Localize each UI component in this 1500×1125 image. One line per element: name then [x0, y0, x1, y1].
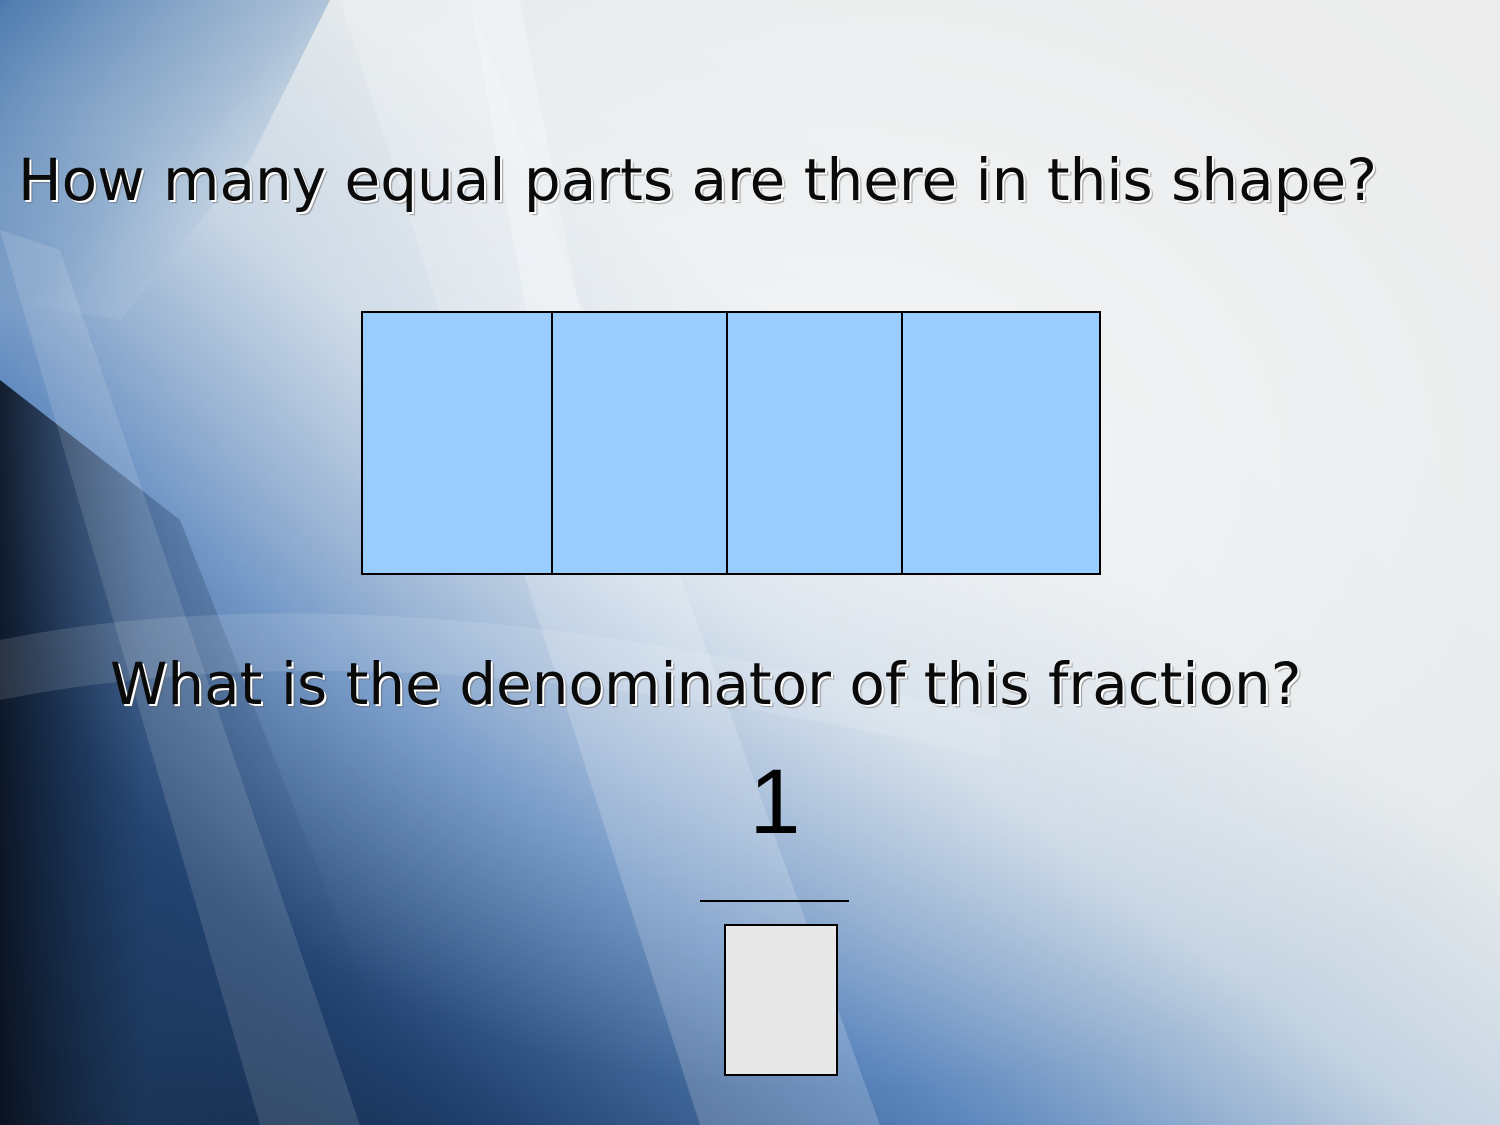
- shape-part: [551, 313, 726, 573]
- divided-rectangle: [361, 311, 1101, 575]
- shape-part: [901, 313, 1099, 573]
- shape-part: [363, 313, 551, 573]
- denominator-answer-box[interactable]: [724, 924, 838, 1076]
- question-equal-parts: How many equal parts are there in this s…: [18, 146, 1377, 214]
- question-denominator: What is the denominator of this fraction…: [110, 650, 1302, 718]
- fraction-numerator: 1: [749, 751, 801, 853]
- shape-part: [726, 313, 901, 573]
- fraction-bar: [700, 900, 849, 902]
